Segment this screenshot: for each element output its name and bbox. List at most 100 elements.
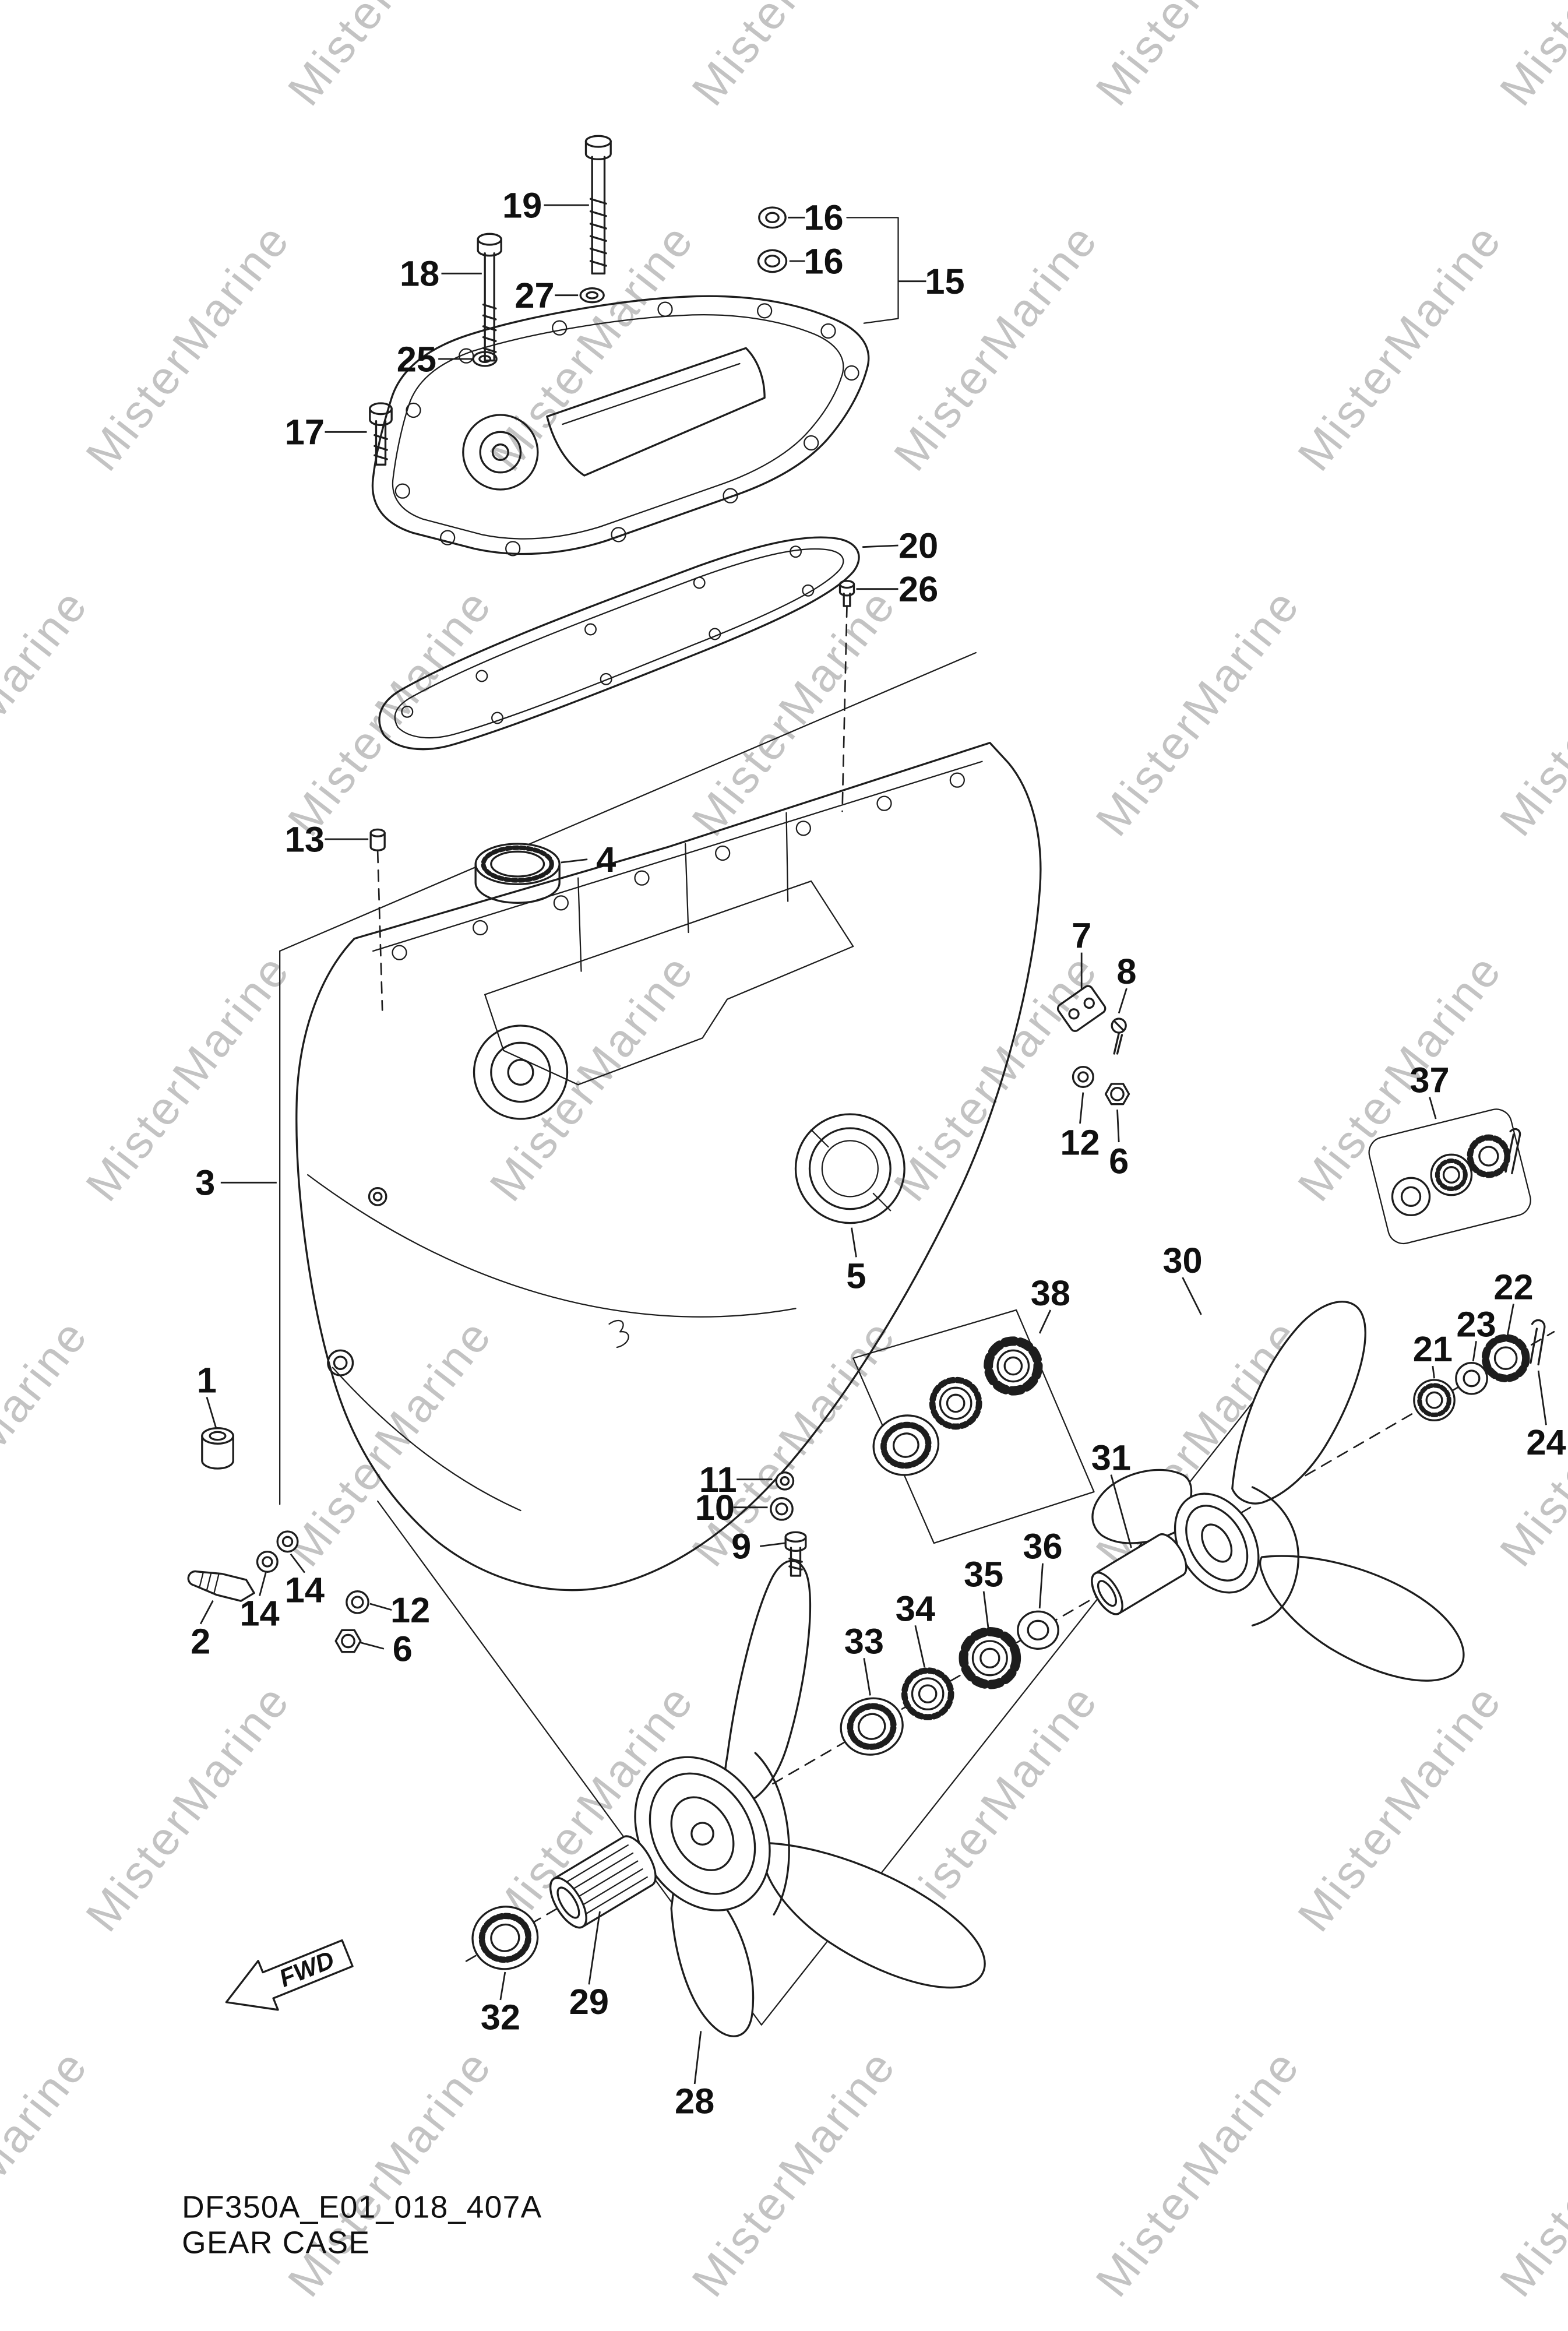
watermark-text: MisterMarine [76, 1675, 299, 1941]
watermark-text: MisterMarine [278, 579, 502, 846]
watermark-text: MisterMarine [278, 2040, 502, 2306]
part-number-36: 36 [1023, 1526, 1062, 1566]
bracket-part-15 [846, 217, 899, 324]
part-drawing-pin-24 [1530, 1319, 1546, 1365]
watermark-text: MisterMarine [884, 214, 1108, 480]
part-drawing-nut-6-left [334, 1629, 362, 1653]
part-drawing-anode-bolt-2 [187, 1570, 255, 1602]
part-drawing-screw-8 [1111, 1017, 1127, 1055]
part-drawing-bearing-4 [474, 843, 561, 904]
part-drawing-washer-14-b [276, 1530, 299, 1553]
part-number-33: 33 [844, 1621, 884, 1661]
leader-line-33 [863, 1658, 871, 1696]
part-number-16: 16 [804, 241, 843, 281]
part-number-30: 30 [1162, 1240, 1202, 1280]
part-drawing-bearing-kit-38 [852, 1309, 1095, 1544]
part-drawing-washer-12-right [1072, 1066, 1094, 1088]
part-drawing-seal-5 [794, 1113, 905, 1224]
watermark-text: MisterMarine [278, 0, 502, 115]
leader-line-32 [499, 1971, 506, 2001]
part-number-5: 5 [846, 1256, 866, 1296]
leader-line-2 [199, 1600, 214, 1625]
leader-line-21 [1432, 1365, 1435, 1379]
part-drawing-spacer-31 [1091, 1533, 1188, 1615]
part-drawing-bearing-21 [1413, 1379, 1456, 1421]
part-drawing-propeller-30 [1091, 1301, 1465, 1682]
leader-line-4 [561, 858, 588, 864]
part-drawing-washer-14-a [256, 1551, 279, 1573]
watermark-text: MisterMarine [0, 1309, 98, 1576]
part-number-19: 19 [502, 185, 542, 225]
watermark-text: MisterMarine [76, 944, 299, 1210]
leader-line-38 [1038, 1309, 1052, 1334]
leader-line-12 [369, 1603, 392, 1611]
part-number-7: 7 [1072, 916, 1091, 956]
part-number-14: 14 [239, 1593, 279, 1633]
leader-line-31 [1110, 1474, 1132, 1548]
part-number-26: 26 [898, 569, 938, 609]
part-drawing-washer-27 [579, 287, 605, 304]
leader-line-1 [206, 1396, 217, 1429]
watermark-text: MisterMarine [278, 1309, 502, 1576]
watermark-text: MisterMarine [1288, 214, 1511, 480]
part-drawing-washer-23 [1455, 1361, 1488, 1395]
leader-line-20 [862, 544, 898, 548]
leader-line-24 [1537, 1370, 1547, 1425]
part-number-4: 4 [596, 839, 616, 879]
part-drawing-cover-plate-15 [371, 295, 870, 557]
construction-lines [279, 217, 1303, 2026]
leader-line-30 [1182, 1277, 1202, 1315]
leader-line-14 [259, 1572, 267, 1597]
part-number-27: 27 [515, 275, 554, 315]
part-number-29: 29 [569, 1981, 609, 2022]
part-drawing-nut-35 [959, 1626, 1021, 1689]
part-drawing-bolt-18 [477, 233, 502, 362]
part-drawing-nut-6-right [1104, 1083, 1130, 1105]
drawing-code: DF350A_E01_018_407A [182, 2190, 542, 2224]
part-drawing-gear-case-3 [295, 741, 1042, 1591]
part-number-20: 20 [898, 525, 938, 565]
leader-line-6 [1116, 1109, 1120, 1143]
leader-line-14 [290, 1553, 305, 1573]
part-number-11: 11 [699, 1459, 737, 1499]
part-drawing-washer-10 [770, 1497, 794, 1521]
part-number-24: 24 [1526, 1422, 1566, 1462]
part-number-38: 38 [1031, 1273, 1070, 1313]
watermark-text: MisterMarine [76, 214, 299, 480]
part-drawing-washer-12-left [346, 1590, 369, 1614]
watermark-text: MisterMarine [1490, 0, 1568, 115]
part-number-17: 17 [285, 412, 325, 452]
part-drawing-bolt-9 [784, 1531, 807, 1577]
leader-line-6 [360, 1642, 385, 1650]
watermark-text: MisterMarine [1086, 579, 1309, 846]
watermark-text: MisterMarine [0, 579, 98, 846]
part-number-35: 35 [964, 1554, 1003, 1594]
part-drawing-bushing-29 [549, 1835, 657, 1929]
part-drawing-washer-11 [775, 1471, 795, 1491]
watermark-text: MisterMarine [682, 2040, 905, 2306]
watermark-text: MisterMarine [0, 0, 98, 115]
part-number-23: 23 [1456, 1304, 1496, 1344]
part-number-1: 1 [197, 1360, 217, 1400]
watermark-text: MisterMarine [1490, 579, 1568, 846]
part-number-18: 18 [400, 253, 439, 294]
part-number-32: 32 [481, 1997, 520, 2037]
leader-line-29 [588, 1911, 601, 1985]
part-number-12: 12 [1060, 1122, 1100, 1162]
part-drawing-pin-13 [369, 828, 386, 851]
part-number-15: 15 [925, 261, 964, 301]
leader-line-9 [759, 1542, 785, 1547]
part-number-3: 3 [195, 1163, 215, 1203]
axis-lines [376, 605, 1555, 1962]
watermark-text: MisterMarine [682, 0, 905, 115]
part-drawing-bearing-32 [471, 1906, 539, 1970]
part-drawing-washer-16-upper [758, 206, 787, 229]
part-drawing-gasket-20 [378, 536, 860, 751]
part-drawing-nut-22 [1481, 1334, 1530, 1382]
part-number-37: 37 [1410, 1060, 1449, 1100]
part-number-13: 13 [285, 819, 325, 859]
part-drawing-washer-36 [1017, 1610, 1059, 1650]
